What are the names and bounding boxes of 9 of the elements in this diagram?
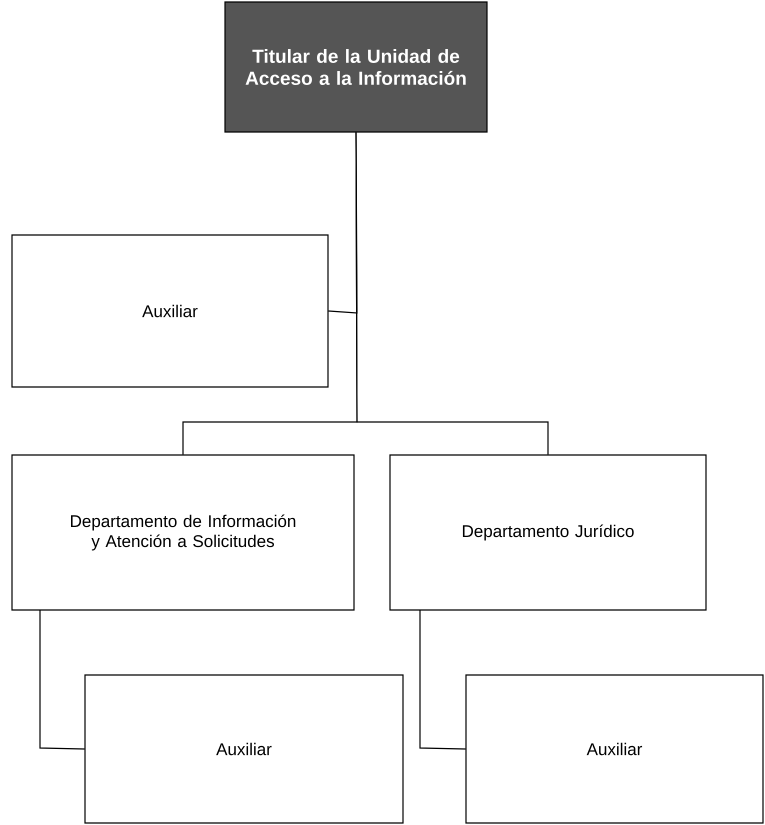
org-box: Departamento de Información y Atención a Solicitudes xyxy=(11,454,355,611)
connector-line xyxy=(39,610,84,750)
connector-line xyxy=(419,610,466,750)
title-box: Titular de la Unidad de Acceso a la Información xyxy=(224,1,488,133)
connector-line xyxy=(355,132,549,454)
org-box: Departamento Jurídico xyxy=(389,454,707,611)
org-box: Auxiliar xyxy=(465,674,764,824)
org-box: Auxiliar xyxy=(11,234,329,388)
org-box: Auxiliar xyxy=(84,674,404,824)
